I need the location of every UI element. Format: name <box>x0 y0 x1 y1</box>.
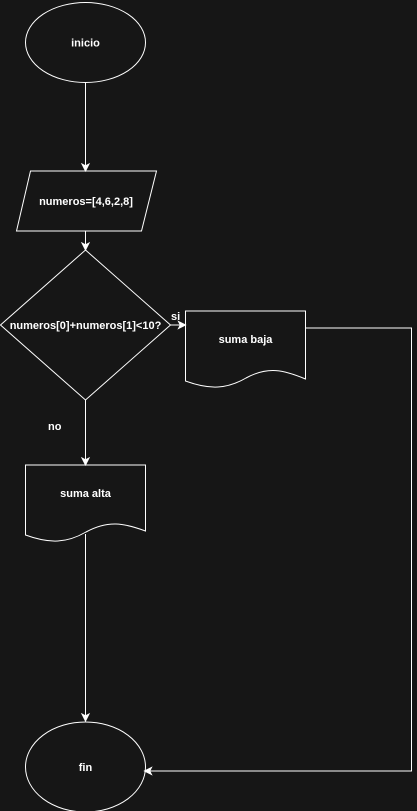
input-node[interactable]: numeros=[4,6,2,8] <box>15 170 158 232</box>
decision-label: numeros[0]+numeros[1]<10? <box>10 320 162 332</box>
start-label: inicio <box>71 38 100 50</box>
suma-alta-node[interactable]: suma alta <box>25 464 146 542</box>
edge-suma-alta-to-fin <box>80 534 91 723</box>
suma-alta-document <box>25 464 146 542</box>
start-node[interactable]: inicio <box>25 2 146 83</box>
arrowhead-icon <box>177 320 187 330</box>
end-ellipse <box>25 721 146 811</box>
arrowhead-icon <box>143 766 153 776</box>
yes-edge-label: si <box>171 311 180 323</box>
suma-baja-label: suma baja <box>219 334 274 346</box>
arrowhead-icon <box>80 712 91 723</box>
edge-decision-to-suma-alta: no <box>48 400 91 467</box>
input-label: numeros=[4,6,2,8] <box>39 196 133 208</box>
suma-alta-label: suma alta <box>60 488 112 500</box>
edge-decision-to-suma-baja: si <box>170 311 187 330</box>
suma-baja-node[interactable]: suma baja <box>185 310 306 388</box>
edge-suma-baja-to-fin <box>143 327 412 776</box>
input-parallelogram <box>15 170 158 232</box>
end-node[interactable]: fin <box>25 721 146 811</box>
edge-input-to-decision <box>80 231 91 252</box>
arrowhead-icon <box>80 456 91 467</box>
end-label: fin <box>79 762 93 774</box>
edge-start-to-input <box>80 82 91 173</box>
arrowhead-icon <box>80 162 91 173</box>
decision-node[interactable]: numeros[0]+numeros[1]<10? <box>0 249 172 401</box>
suma-baja-document <box>185 310 306 388</box>
arrowhead-icon <box>80 241 91 252</box>
no-edge-label: no <box>48 421 62 433</box>
